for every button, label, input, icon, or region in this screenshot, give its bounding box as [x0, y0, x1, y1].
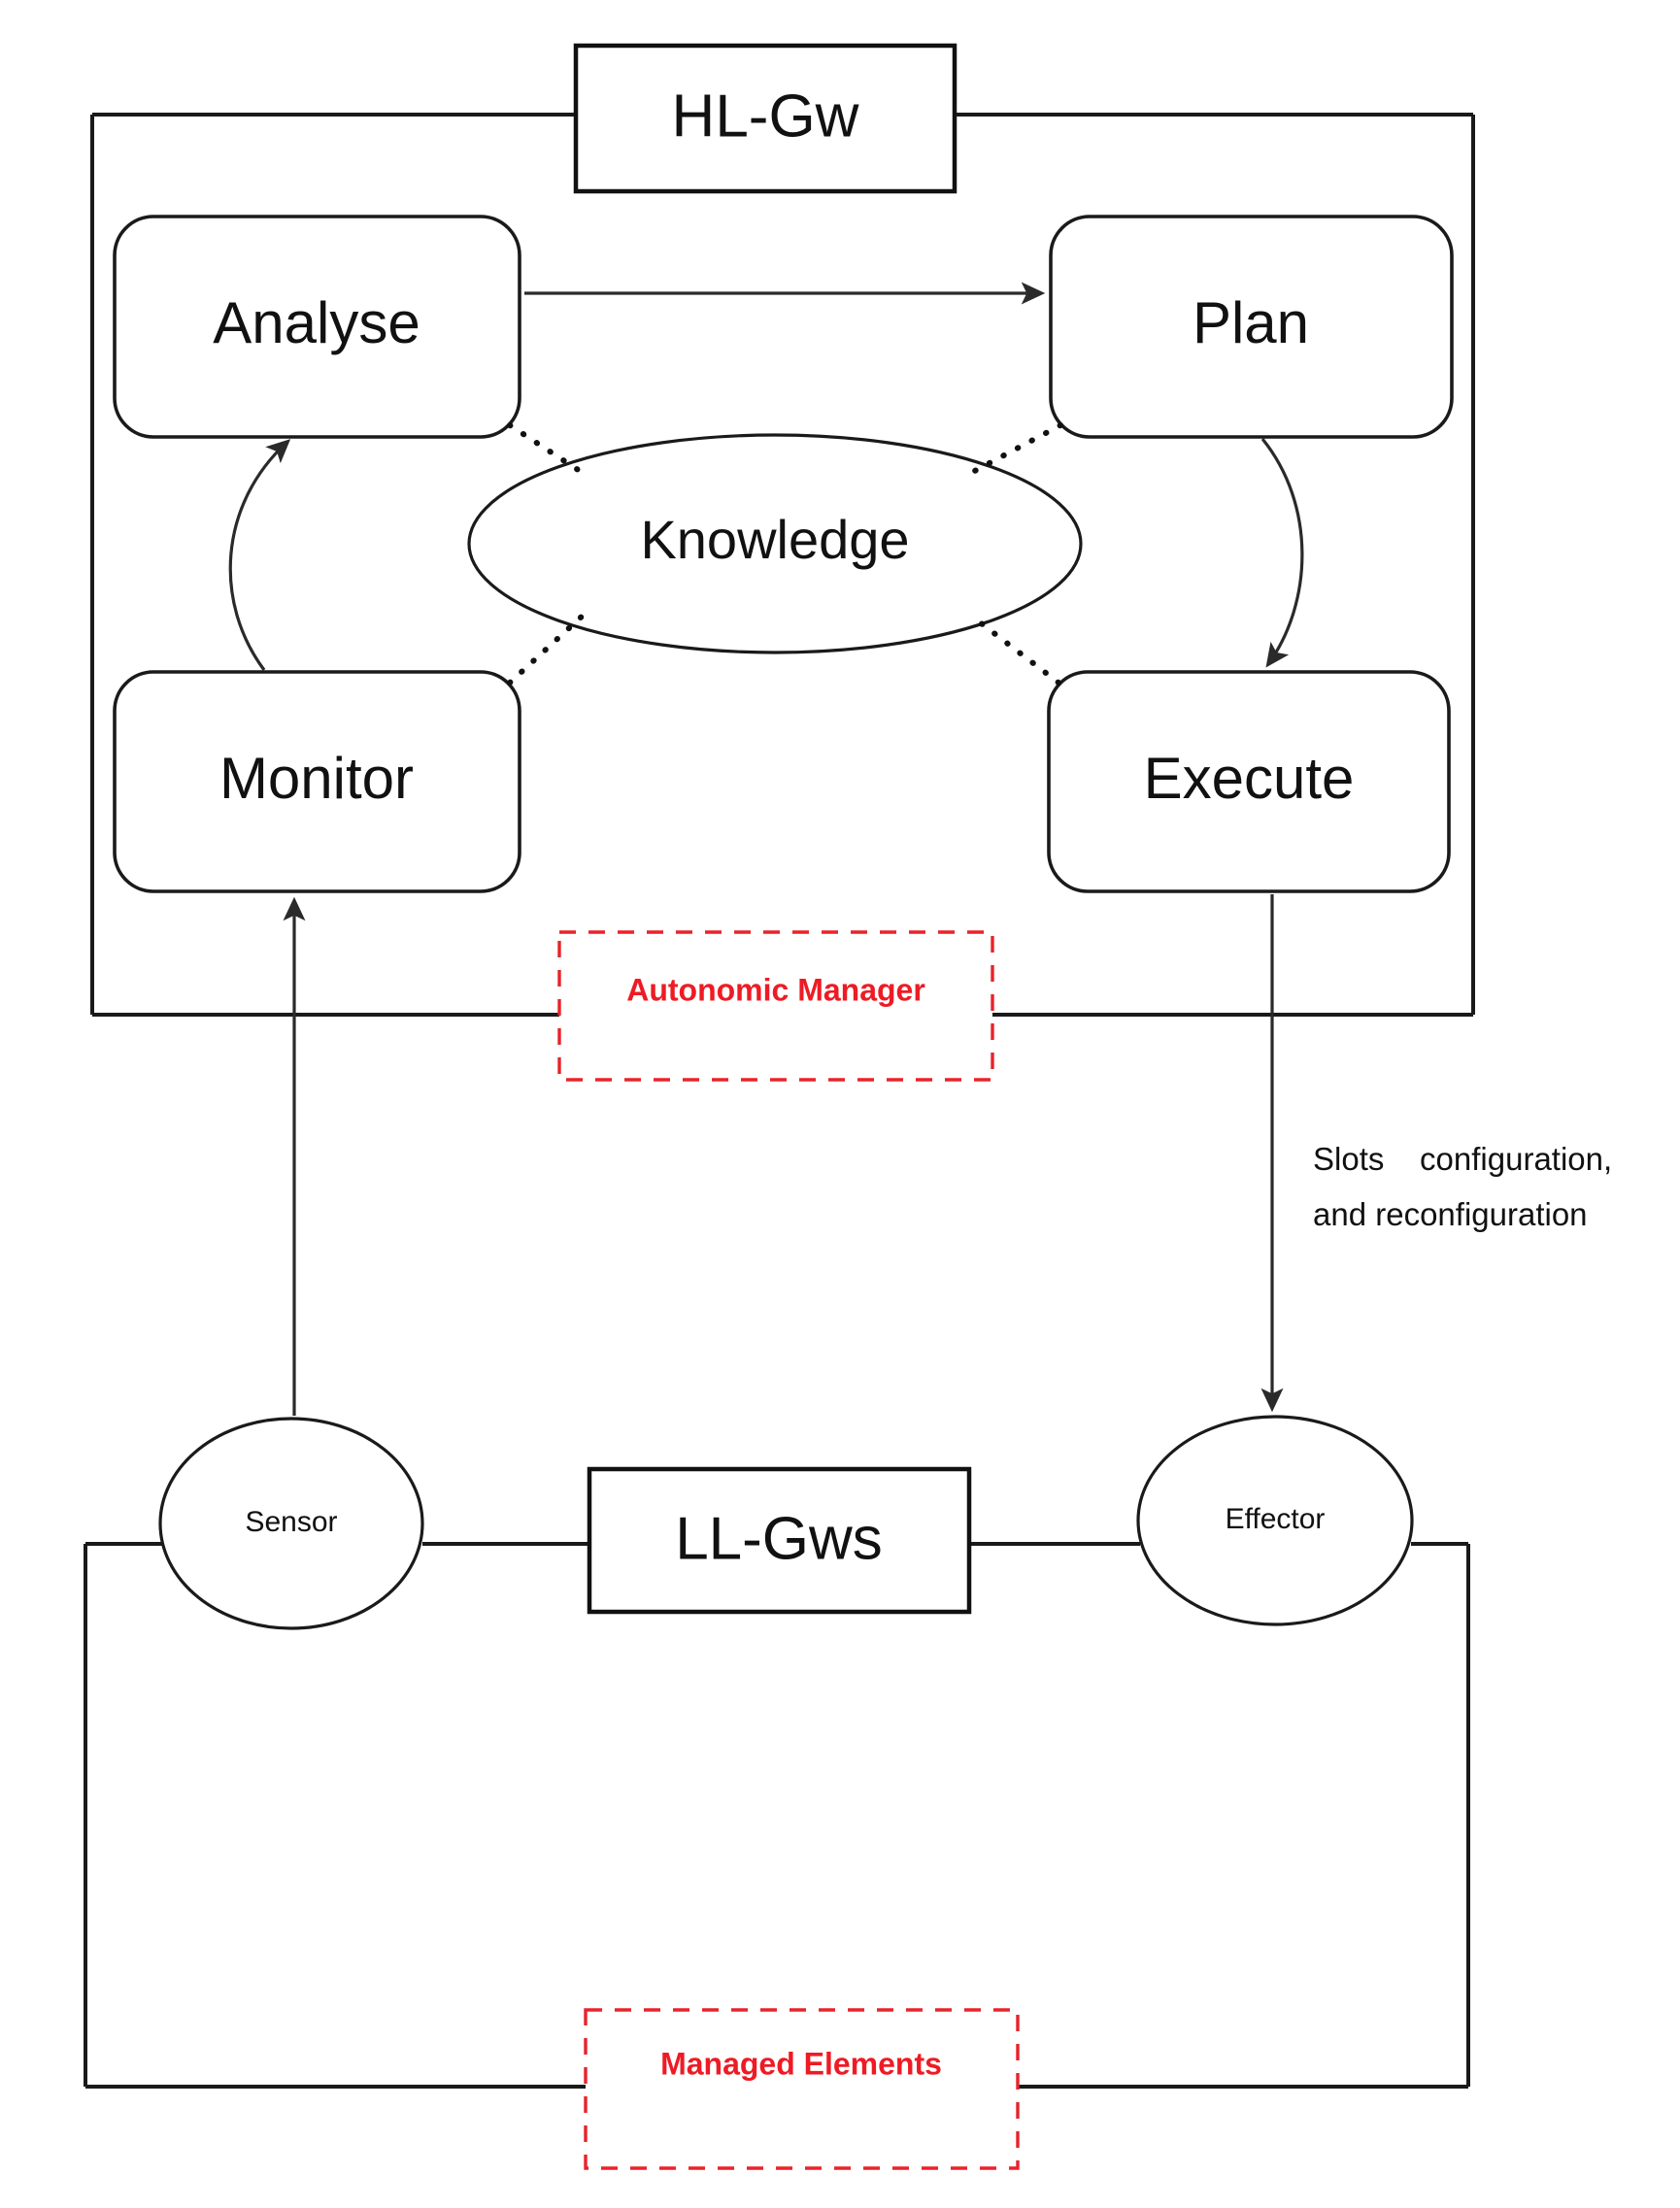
ll-gws-node[interactable]	[587, 1466, 972, 1615]
effector-label: Effector	[1226, 1503, 1326, 1535]
managed-elements-label: Managed Elements	[660, 2046, 942, 2081]
hl-gw-node[interactable]	[573, 43, 958, 194]
sensor-node[interactable]	[158, 1417, 424, 1630]
hl-gw-label: HL-Gw	[672, 83, 859, 150]
autonomic-manager-label: Autonomic Manager	[626, 972, 925, 1007]
execute-label: Execute	[1144, 746, 1355, 811]
flow-plan-to-execute	[1260, 437, 1304, 668]
managed-elements-label-box	[584, 2008, 1020, 2170]
managed-elements-boundary	[84, 1542, 1470, 2089]
knowledge-node[interactable]	[467, 433, 1083, 654]
monitor-label: Monitor	[219, 746, 414, 811]
autonomic-manager-boundary	[90, 113, 1475, 1017]
plan-node[interactable]	[1049, 215, 1454, 439]
flow-monitor-to-analyse	[228, 439, 291, 671]
execute-node[interactable]	[1047, 670, 1451, 893]
analyse-label: Analyse	[213, 290, 420, 355]
plan-label: Plan	[1193, 290, 1309, 355]
analyse-node[interactable]	[113, 215, 521, 439]
monitor-node[interactable]	[113, 670, 521, 893]
ll-gws-label: LL-Gws	[675, 1505, 883, 1572]
effector-node[interactable]	[1136, 1415, 1414, 1626]
effector-edge-label-line-1: Slots configuration,	[1313, 1141, 1612, 1177]
sensor-label: Sensor	[245, 1506, 337, 1538]
knowledge-label: Knowledge	[640, 509, 909, 570]
effector-edge-label-line-2: and reconfiguration	[1313, 1196, 1588, 1232]
knowledge-connectors	[507, 422, 1063, 686]
autonomic-manager-label-box	[557, 930, 994, 1082]
